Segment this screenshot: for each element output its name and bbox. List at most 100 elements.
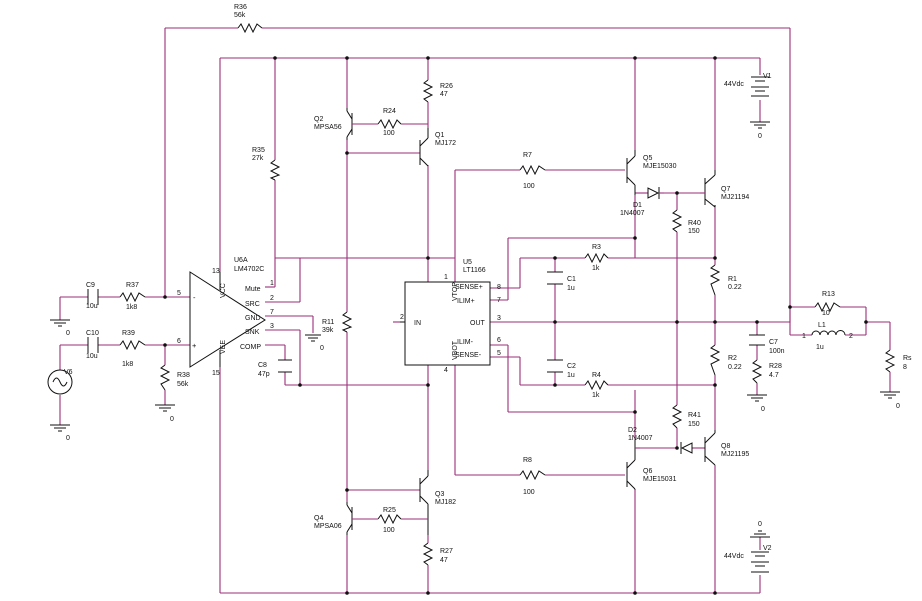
rs-ground-label: 0 bbox=[896, 403, 900, 410]
r40-value: 150 bbox=[688, 228, 700, 235]
u5-vtop: VTOP bbox=[452, 282, 459, 301]
u5-out: OUT bbox=[470, 320, 486, 327]
resistor-r35: R35 27k bbox=[252, 147, 281, 181]
r38-ground-label: 0 bbox=[170, 416, 174, 423]
d2-value: 1N4007 bbox=[628, 435, 653, 442]
u5-ilim-minus: ILIM- bbox=[457, 339, 474, 346]
resistor-r38: R38 56k 0 bbox=[155, 364, 190, 423]
q3-ref: Q3 bbox=[435, 491, 444, 498]
u6a-pin7: 7 bbox=[270, 309, 274, 316]
r1-ref: R1 bbox=[728, 276, 737, 283]
r27-ref: R27 bbox=[440, 548, 453, 555]
v1-ground-label: 0 bbox=[758, 133, 762, 140]
resistor-r36: R36 56k bbox=[234, 4, 263, 34]
rail-wires bbox=[59, 27, 891, 594]
u5-in: IN bbox=[414, 320, 421, 327]
u6a-plus: + bbox=[192, 341, 197, 350]
d2-ref: D2 bbox=[628, 427, 637, 434]
c2-ref: C2 bbox=[567, 363, 576, 370]
u6a-gnd: GND bbox=[245, 315, 261, 322]
r36-value: 56k bbox=[234, 12, 246, 19]
resistor-rs: Rs 8 0 bbox=[880, 349, 912, 410]
resistor-bias bbox=[341, 311, 353, 333]
transistor-q7: Q7 MJ21194 bbox=[700, 170, 749, 208]
u6a-ref: U6A bbox=[234, 257, 248, 264]
r37-value: 1k8 bbox=[126, 304, 137, 311]
transistor-q8: Q8 MJ21195 bbox=[704, 430, 749, 466]
capacitor-c2: C2 1u bbox=[547, 359, 576, 379]
resistor-r2: R2 0.22 bbox=[709, 344, 742, 376]
transistor-q6: Q6 MJE15031 bbox=[626, 440, 677, 490]
c9-value: 10u bbox=[86, 303, 98, 310]
q6-value: MJE15031 bbox=[643, 476, 677, 483]
r11-value: 39k bbox=[322, 327, 334, 334]
r28-value: 4.7 bbox=[769, 372, 779, 379]
u6a-vee: VEE bbox=[220, 340, 227, 354]
resistor-r1: R1 0.22 bbox=[709, 264, 742, 296]
r11-ground-label: 0 bbox=[320, 345, 324, 352]
resistor-r40: R40 150 bbox=[671, 209, 701, 235]
ac-source-v6: V6 0 bbox=[47, 369, 73, 442]
resistor-r28: R28 4.7 0 bbox=[747, 359, 782, 413]
transistor-q5: Q5 MJE15030 bbox=[626, 150, 677, 195]
capacitor-c9: C9 10u 0 bbox=[50, 282, 99, 337]
resistor-r37: R37 1k8 bbox=[119, 282, 146, 311]
r4-ref: R4 bbox=[592, 372, 601, 379]
resistor-r8: R8 100 bbox=[519, 457, 546, 496]
resistor-r41: R41 150 bbox=[671, 404, 701, 429]
r36-ref: R36 bbox=[234, 4, 247, 11]
r3-ref: R3 bbox=[592, 244, 601, 251]
v2-value: 44Vdc bbox=[724, 553, 744, 560]
opamp-u6a: U6A LM4702C Mute SRC GND SNK COMP VCC VE… bbox=[177, 257, 274, 377]
c10-value: 10u bbox=[86, 353, 98, 360]
r39-value: 1k8 bbox=[122, 361, 133, 368]
r40-ref: R40 bbox=[688, 220, 701, 227]
u5-pin1: 1 bbox=[444, 274, 448, 281]
u6a-mute: Mute bbox=[245, 286, 261, 293]
l1-pin2: 2 bbox=[849, 333, 853, 340]
c7-value: 100n bbox=[769, 348, 785, 355]
v6-ref: V6 bbox=[64, 369, 73, 376]
r2-value: 0.22 bbox=[728, 364, 742, 371]
c2-value: 1u bbox=[567, 372, 575, 379]
transistor-q1: Q1 MJ172 bbox=[419, 128, 456, 167]
u6a-pin2: 2 bbox=[270, 295, 274, 302]
c8-value: 47p bbox=[258, 371, 270, 378]
q5-ref: Q5 bbox=[643, 155, 652, 162]
c10-ref: C10 bbox=[86, 330, 99, 337]
capacitor-c7: C7 100n bbox=[749, 334, 785, 355]
c1-ref: C1 bbox=[567, 276, 576, 283]
r35-ref: R35 bbox=[252, 147, 265, 154]
diode-d1: D1 1N4007 bbox=[620, 187, 664, 217]
u5-sense-plus: SENSE+ bbox=[455, 284, 483, 291]
capacitor-c1: C1 1u bbox=[547, 271, 576, 292]
capacitor-c8: C8 47p bbox=[258, 359, 292, 378]
q3-value: MJ182 bbox=[435, 499, 456, 506]
u5-sense-minus: SENSE- bbox=[455, 352, 482, 359]
r2-ref: R2 bbox=[728, 355, 737, 362]
transistor-q4: Q4 MPSA06 bbox=[314, 502, 378, 535]
u5-pin8: 8 bbox=[497, 284, 501, 291]
resistor-r24: R24 100 bbox=[377, 108, 428, 137]
rs-value: 8 bbox=[903, 364, 907, 371]
u6a-vcc: VCC bbox=[220, 283, 227, 298]
v1-ref: V1 bbox=[763, 73, 772, 80]
u6a-comp: COMP bbox=[240, 344, 261, 351]
q8-value: MJ21195 bbox=[721, 451, 749, 458]
capacitor-c10: C10 10u bbox=[86, 330, 99, 360]
c8-ref: C8 bbox=[258, 362, 267, 369]
resistor-r26: R26 47 bbox=[422, 79, 453, 103]
v2-ref: V2 bbox=[763, 545, 772, 552]
resistor-r13: R13 10 bbox=[814, 291, 841, 317]
r13-ref: R13 bbox=[822, 291, 835, 298]
u6a-pin13: 13 bbox=[212, 268, 220, 275]
r25-value: 100 bbox=[383, 527, 395, 534]
r24-value: 100 bbox=[383, 130, 395, 137]
r38-value: 56k bbox=[177, 381, 189, 388]
rs-ref: Rs bbox=[903, 355, 912, 362]
u6a-pin6: 6 bbox=[177, 338, 181, 345]
resistor-r3: R3 1k bbox=[584, 244, 609, 272]
r13-value: 10 bbox=[822, 310, 830, 317]
r11-ref: R11 bbox=[322, 319, 334, 326]
